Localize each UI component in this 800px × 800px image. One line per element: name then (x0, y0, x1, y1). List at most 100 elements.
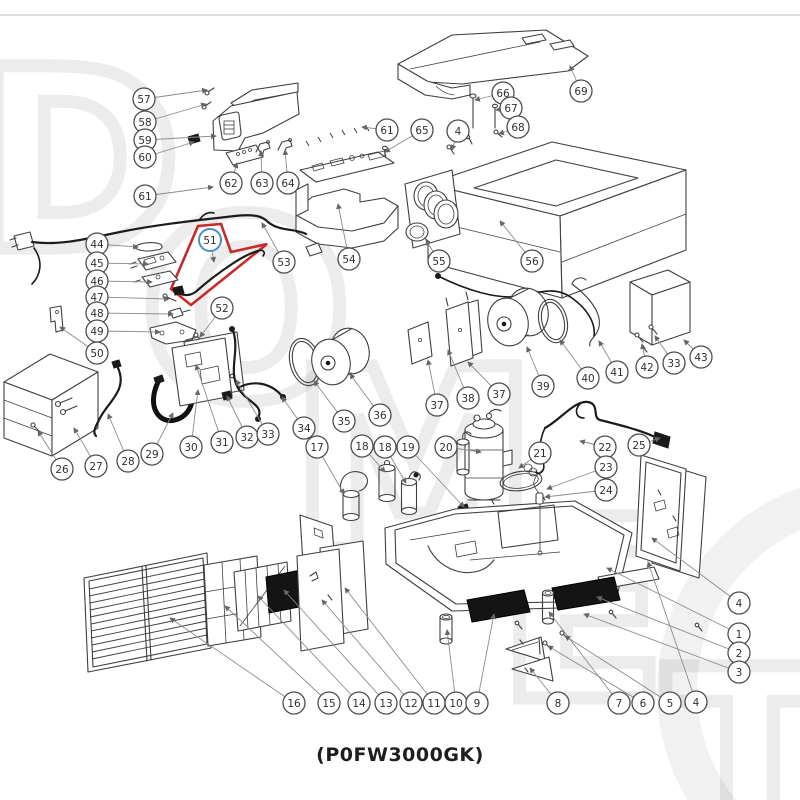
callout-3[interactable]: 3 (727, 660, 751, 684)
callout-34[interactable]: 34 (292, 416, 316, 440)
callout-circle[interactable] (396, 435, 420, 459)
callout-19[interactable]: 19 (396, 435, 420, 459)
callout-circle[interactable] (375, 118, 399, 142)
callout-60[interactable]: 60 (133, 145, 157, 169)
callout-circle[interactable] (727, 660, 751, 684)
callout-51[interactable]: 51 (198, 228, 222, 252)
callout-4[interactable]: 4 (684, 690, 708, 714)
callout-12[interactable]: 12 (399, 691, 423, 715)
callout-14[interactable]: 14 (347, 691, 371, 715)
callout-circle[interactable] (576, 366, 600, 390)
callout-54[interactable]: 54 (337, 247, 361, 271)
callout-8[interactable]: 8 (546, 691, 570, 715)
callout-24[interactable]: 24 (594, 478, 618, 502)
callout-61[interactable]: 61 (133, 184, 157, 208)
callout-circle[interactable] (210, 296, 234, 320)
callout-28[interactable]: 28 (116, 449, 140, 473)
callout-circle[interactable] (350, 434, 374, 458)
callout-30[interactable]: 30 (179, 435, 203, 459)
callout-circle[interactable] (399, 691, 423, 715)
callout-circle[interactable] (133, 184, 157, 208)
callout-circle[interactable] (546, 691, 570, 715)
callout-circle[interactable] (140, 442, 164, 466)
callout-circle[interactable] (528, 441, 552, 465)
callout-circle[interactable] (635, 355, 659, 379)
callout-39[interactable]: 39 (531, 374, 555, 398)
callout-16[interactable]: 16 (282, 691, 306, 715)
callout-circle[interactable] (487, 382, 511, 406)
callout-52[interactable]: 52 (210, 296, 234, 320)
callout-58[interactable]: 58 (133, 110, 157, 134)
callout-circle[interactable] (569, 79, 593, 103)
callout-circle[interactable] (317, 691, 341, 715)
callout-42[interactable]: 42 (635, 355, 659, 379)
callout-circle[interactable] (305, 435, 329, 459)
callout-circle[interactable] (727, 591, 751, 615)
callout-22[interactable]: 22 (593, 435, 617, 459)
callout-circle[interactable] (594, 455, 618, 479)
callout-29[interactable]: 29 (140, 442, 164, 466)
callout-38[interactable]: 38 (456, 386, 480, 410)
callout-69[interactable]: 69 (569, 79, 593, 103)
callout-4[interactable]: 4 (446, 119, 470, 143)
callout-45[interactable]: 45 (85, 251, 109, 275)
callout-circle[interactable] (425, 393, 449, 417)
callout-48[interactable]: 48 (85, 301, 109, 325)
callout-circle[interactable] (276, 171, 300, 195)
callout-53[interactable]: 53 (272, 250, 296, 274)
callout-35[interactable]: 35 (332, 409, 356, 433)
callout-37[interactable]: 37 (487, 382, 511, 406)
callout-27[interactable]: 27 (84, 454, 108, 478)
callout-circle[interactable] (332, 409, 356, 433)
callout-circle[interactable] (607, 691, 631, 715)
callout-9[interactable]: 9 (465, 691, 489, 715)
callout-circle[interactable] (594, 478, 618, 502)
callout-circle[interactable] (684, 690, 708, 714)
callout-circle[interactable] (662, 351, 686, 375)
callout-13[interactable]: 13 (374, 691, 398, 715)
callout-33[interactable]: 33 (256, 422, 280, 446)
callout-40[interactable]: 40 (576, 366, 600, 390)
callout-circle[interactable] (605, 360, 629, 384)
callout-33[interactable]: 33 (662, 351, 686, 375)
callout-61[interactable]: 61 (375, 118, 399, 142)
callout-41[interactable]: 41 (605, 360, 629, 384)
callout-circle[interactable] (627, 433, 651, 457)
callout-68[interactable]: 68 (506, 115, 530, 139)
callout-circle[interactable] (465, 691, 489, 715)
callout-18[interactable]: 18 (373, 435, 397, 459)
callout-17[interactable]: 17 (305, 435, 329, 459)
callout-circle[interactable] (410, 118, 434, 142)
callout-18[interactable]: 18 (350, 434, 374, 458)
callout-43[interactable]: 43 (689, 345, 713, 369)
callout-55[interactable]: 55 (427, 249, 451, 273)
callout-circle[interactable] (531, 374, 555, 398)
callout-circle[interactable] (210, 430, 234, 454)
callout-circle[interactable] (434, 435, 458, 459)
callout-50[interactable]: 50 (85, 341, 109, 365)
callout-circle[interactable] (520, 249, 544, 273)
callout-circle[interactable] (347, 691, 371, 715)
callout-circle[interactable] (198, 228, 222, 252)
callout-circle[interactable] (256, 422, 280, 446)
callout-36[interactable]: 36 (368, 403, 392, 427)
part-sensor-cable-highlighted[interactable] (169, 222, 268, 307)
callout-11[interactable]: 11 (422, 691, 446, 715)
callout-56[interactable]: 56 (520, 249, 544, 273)
callout-circle[interactable] (368, 403, 392, 427)
callout-62[interactable]: 62 (219, 171, 243, 195)
callout-26[interactable]: 26 (50, 457, 74, 481)
callout-circle[interactable] (132, 87, 156, 111)
callout-65[interactable]: 65 (410, 118, 434, 142)
callout-4[interactable]: 4 (727, 591, 751, 615)
callout-circle[interactable] (456, 386, 480, 410)
callout-circle[interactable] (219, 171, 243, 195)
callout-circle[interactable] (116, 449, 140, 473)
callout-23[interactable]: 23 (594, 455, 618, 479)
callout-10[interactable]: 10 (444, 691, 468, 715)
callout-circle[interactable] (689, 345, 713, 369)
callout-circle[interactable] (84, 454, 108, 478)
callout-circle[interactable] (373, 435, 397, 459)
callout-6[interactable]: 6 (631, 691, 655, 715)
callout-circle[interactable] (631, 691, 655, 715)
